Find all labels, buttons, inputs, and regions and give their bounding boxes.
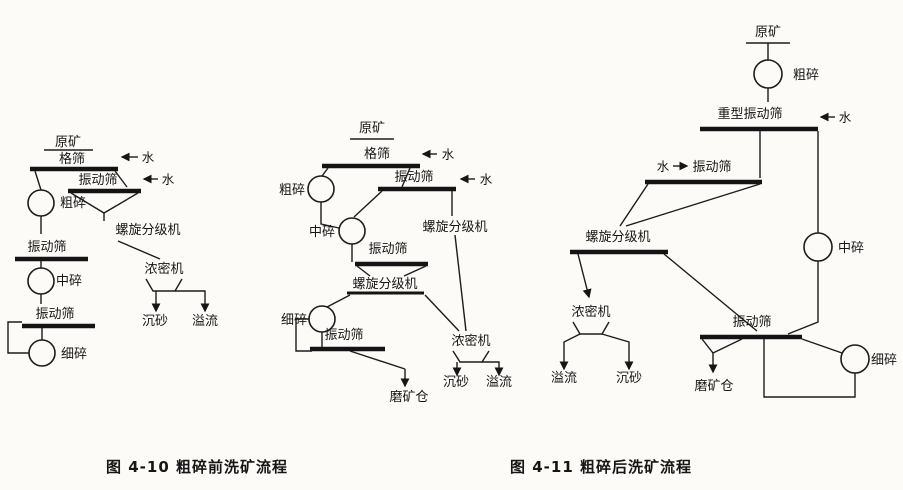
flow-line xyxy=(326,294,351,308)
flow-line xyxy=(619,183,649,227)
overflow-label: 溢流 xyxy=(551,371,577,386)
water-label: 水 xyxy=(142,150,155,165)
overflow-label: 溢流 xyxy=(486,375,512,390)
flow-line xyxy=(401,167,411,188)
heavy-vibrating-screen-label: 重型振动筛 xyxy=(717,106,782,122)
thickener-label: 浓密机 xyxy=(571,304,610,320)
flow-line xyxy=(356,265,371,277)
flow-line xyxy=(34,170,42,191)
ore-bin-label: 磨矿仓 xyxy=(389,390,428,405)
flow-line xyxy=(625,183,761,227)
medium-crusher-label: 中碎 xyxy=(838,241,864,256)
flow-line xyxy=(321,167,329,177)
water-label: 水 xyxy=(442,147,455,162)
coarse-crusher-circle xyxy=(753,59,783,89)
flow-line xyxy=(353,190,383,218)
overflow-arrow xyxy=(175,290,210,313)
grid-screen-label: 格筛 xyxy=(364,146,390,162)
medium-crusher-circle xyxy=(27,267,55,295)
classifier-trough-line xyxy=(117,240,161,260)
medium-crusher-circle xyxy=(803,232,833,262)
vibrating-screen-label: 振动筛 xyxy=(394,170,433,185)
coarse-crusher-circle xyxy=(27,189,55,217)
fine-crusher-circle xyxy=(28,339,56,367)
flow-line xyxy=(454,234,467,332)
water-label: 水 xyxy=(657,159,670,174)
medium-crusher-circle xyxy=(338,217,366,245)
thickener-label: 浓密机 xyxy=(144,261,183,277)
overflow-arrow xyxy=(559,333,581,371)
diagram-wash-after-coarse: 原矿 粗碎 重型振动筛 水 水 振动筛 螺旋分级机 中碎 浓密机 振动筛 溢流 … xyxy=(551,25,897,398)
vibrating-screen-label: 振动筛 xyxy=(35,307,74,322)
fine-crusher-circle xyxy=(840,344,870,374)
coarse-crusher-label: 粗碎 xyxy=(793,68,819,83)
vibrating-screen-label: 振动筛 xyxy=(324,328,363,343)
vibrating-screen-label: 振动筛 xyxy=(368,242,407,257)
diagram-wash-before-coarse-a: 原矿 格筛 水 粗碎 振动筛 水 振动筛 中碎 振动筛 细碎 螺旋分级机 浓密机… xyxy=(7,135,218,367)
recycle-line xyxy=(295,318,312,352)
vibrating-screen-label: 振动筛 xyxy=(27,240,66,255)
thickener-funnel xyxy=(452,350,490,363)
water-label: 水 xyxy=(839,110,852,125)
sands-arrow xyxy=(601,333,634,371)
overflow-label: 溢流 xyxy=(192,314,218,329)
vibrating-screen-label: 振动筛 xyxy=(732,315,771,330)
grid-screen-label: 格筛 xyxy=(59,151,85,167)
medium-crusher-label: 中碎 xyxy=(309,225,335,240)
vibrating-screen-label: 振动筛 xyxy=(692,160,731,175)
flow-line xyxy=(320,202,340,229)
recycle-line xyxy=(7,321,29,354)
recycle-line xyxy=(763,339,856,398)
sands-label: 沉砂 xyxy=(616,371,642,386)
flow-line xyxy=(403,265,427,277)
thickener-funnel xyxy=(572,321,610,335)
spiral-classifier-label: 螺旋分级机 xyxy=(585,230,650,245)
flow-line xyxy=(424,294,460,332)
flow-line xyxy=(663,253,758,332)
sands-label: 沉砂 xyxy=(142,314,168,329)
flow-line xyxy=(349,350,406,370)
thickener-funnel xyxy=(145,278,183,292)
raw-ore-label: 原矿 xyxy=(55,135,81,150)
flow-line xyxy=(701,338,743,354)
water-label: 水 xyxy=(162,172,175,187)
raw-ore-label: 原矿 xyxy=(359,121,385,136)
flow-line xyxy=(801,338,843,354)
vibrating-screen-label: 振动筛 xyxy=(78,173,117,188)
medium-crusher-label: 中碎 xyxy=(56,274,82,289)
figure-4-10-caption: 图 4-10 粗碎前洗矿流程 xyxy=(106,458,288,476)
ore-bin-label: 磨矿仓 xyxy=(694,379,733,394)
figure-4-11-caption: 图 4-11 粗碎后洗矿流程 xyxy=(510,458,692,476)
spiral-classifier-label: 螺旋分级机 xyxy=(422,220,487,235)
fine-crusher-label: 细碎 xyxy=(871,353,897,368)
coarse-crusher-label: 粗碎 xyxy=(279,183,305,198)
flow-line xyxy=(787,261,819,335)
water-label: 水 xyxy=(480,172,493,187)
raw-ore-label: 原矿 xyxy=(755,25,781,40)
spiral-classifier-label: 螺旋分级机 xyxy=(115,223,180,238)
fine-crusher-label: 细碎 xyxy=(281,313,307,328)
overflow-to-thickener-arrow xyxy=(577,253,592,299)
flow-line xyxy=(114,170,128,188)
spiral-classifier-label: 螺旋分级机 xyxy=(352,277,417,292)
coarse-crusher-label: 粗碎 xyxy=(60,196,86,211)
sands-label: 沉砂 xyxy=(443,375,469,390)
fine-crusher-label: 细碎 xyxy=(61,347,87,362)
thickener-label: 浓密机 xyxy=(451,333,490,349)
overflow-arrow xyxy=(482,361,504,377)
diagram-wash-before-coarse-b: 原矿 格筛 水 粗碎 振动筛 水 中碎 振动筛 螺旋分级机 螺旋分级机 细碎 振… xyxy=(279,121,512,405)
coarse-crusher-circle xyxy=(307,175,335,203)
